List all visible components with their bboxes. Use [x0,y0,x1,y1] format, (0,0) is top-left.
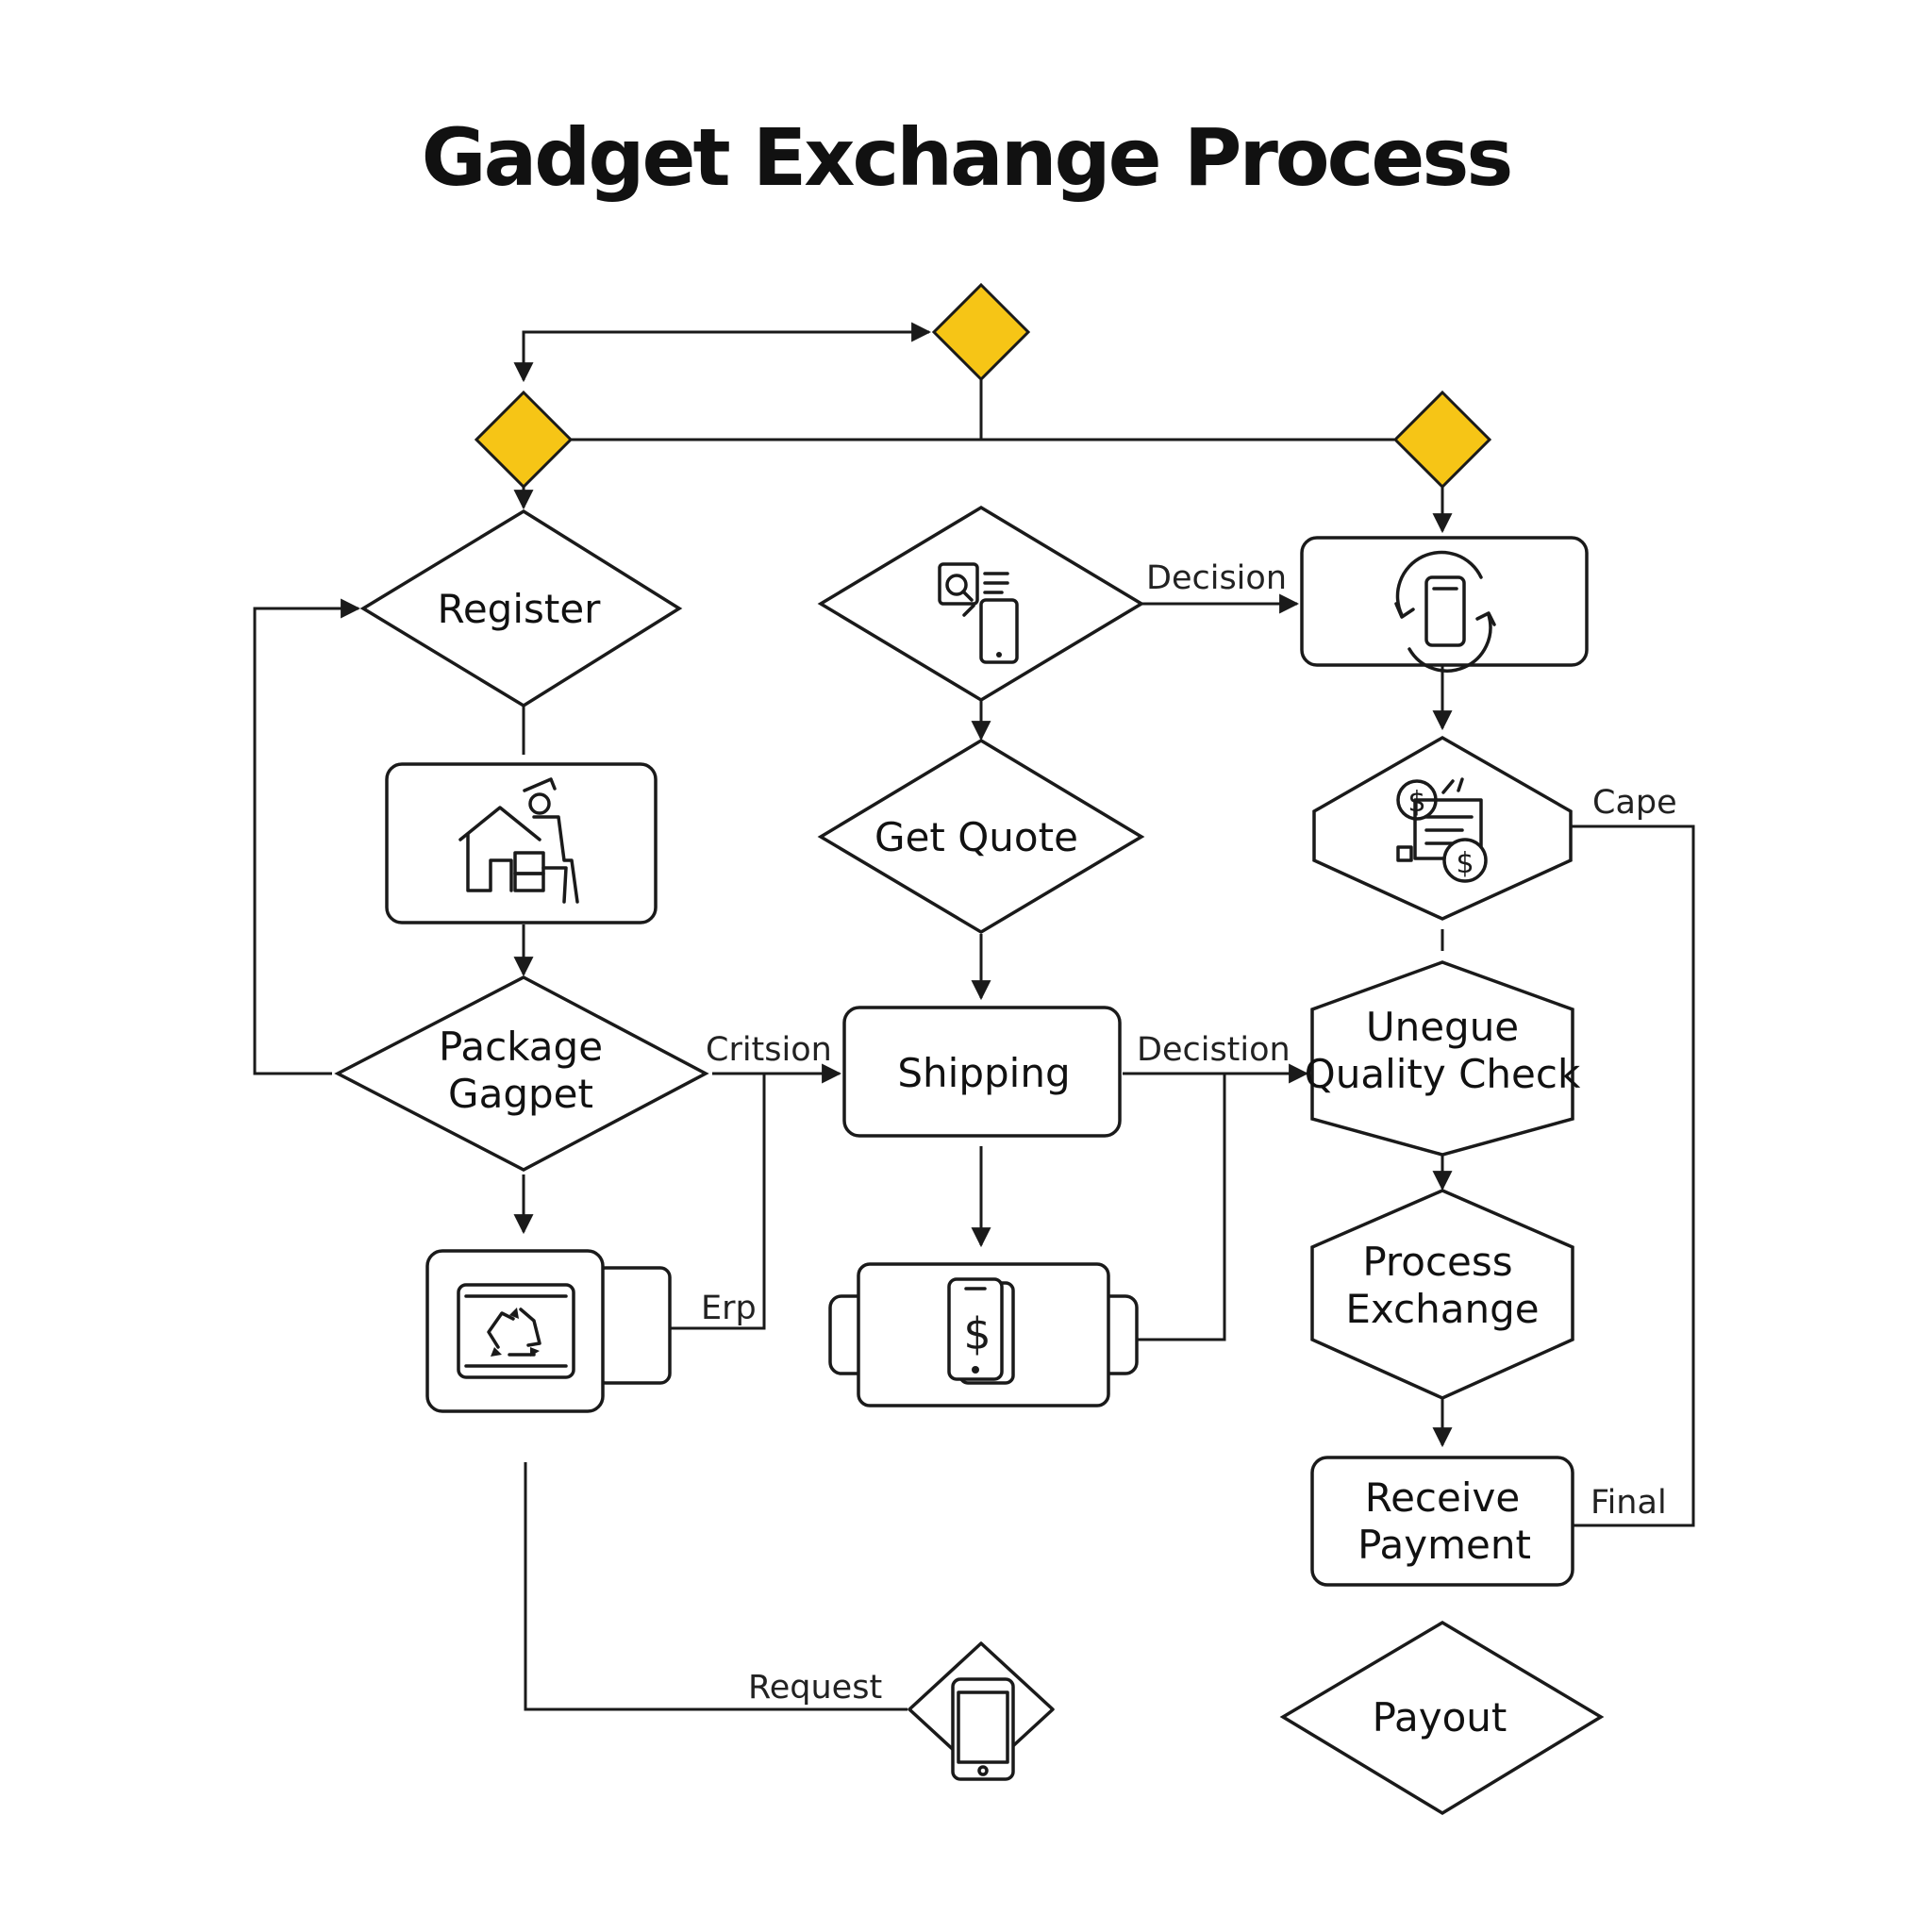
home-person-shape [385,762,658,924]
register-node[interactable]: Register [359,508,683,708]
quality-check-shape [1310,960,1574,1157]
process-exchange-node[interactable]: Process Exchange [1310,1189,1574,1400]
edge-label-cape: Cape [1592,784,1677,822]
quality-check-label-1: Unegue [1366,1004,1519,1050]
recycle-tablet-shape [425,1249,605,1413]
phone-search-icon [938,562,1019,664]
phone-icon [951,1677,1015,1781]
quality-check-node[interactable]: Unegue Quality Check [1305,960,1581,1157]
edge-label-decistion: Decistion [1137,1031,1291,1069]
svg-text:$: $ [1456,847,1474,880]
get-quote-node[interactable]: Get Quote [817,738,1145,935]
connector-dollar-to-quality [1137,1074,1226,1341]
invoice-node[interactable]: $ $ [1312,735,1573,921]
gold-decision-right[interactable] [1392,390,1492,490]
register-shape [359,508,683,708]
process-exchange-shape [1310,1189,1574,1400]
svg-text:$: $ [1407,786,1425,819]
connector-cape-final [1571,824,1695,1527]
page-title: Gadget Exchange Process [421,111,1514,204]
shipping-node[interactable]: Shipping [842,1006,1122,1138]
gold-decision-left[interactable] [474,390,574,490]
gold-decision-top[interactable] [931,282,1031,382]
shipping-label: Shipping [897,1050,1070,1096]
connector-erp [670,1074,766,1330]
svg-text:$: $ [963,1308,991,1359]
receive-payment-node[interactable]: Receive Payment [1310,1456,1574,1587]
quality-check-label-2: Quality Check [1305,1051,1581,1097]
package-gadget-shape [334,975,709,1172]
get-quote-label: Get Quote [874,814,1078,860]
receive-payment-shape [1310,1456,1574,1587]
connector-loop-to-register [253,598,361,1075]
payout-label: Payout [1373,1694,1507,1740]
connector-top-to-gold [522,322,932,368]
edge-label-final: Final [1591,1484,1667,1522]
get-quote-shape [817,738,1145,935]
register-label: Register [438,586,602,632]
home-person-icon [458,777,579,904]
phone-node[interactable] [908,1641,1055,1781]
edge-label-erp: Erp [701,1290,757,1327]
phone-dollar-node[interactable]: $ [828,1262,1139,1407]
payout-node[interactable]: Payout [1279,1620,1605,1816]
payout-shape [1279,1620,1605,1816]
connectors [253,322,1695,1711]
package-gadget-label-1: Package [439,1024,603,1070]
search-phone-node[interactable] [817,505,1145,703]
package-gadget-node[interactable]: Package Gagpet [334,975,709,1172]
process-exchange-label-1: Process [1362,1239,1512,1285]
home-person-node[interactable] [385,762,658,924]
process-exchange-label-2: Exchange [1345,1286,1539,1332]
shipping-shape [842,1006,1122,1138]
phone-refresh-node[interactable] [1300,536,1589,673]
connector-request [524,1462,908,1711]
invoice-shape [1312,735,1573,921]
recycle-tablet-node[interactable] [425,1249,672,1413]
phone-refresh-icon [1394,550,1496,673]
phone-dollar-icon: $ [947,1277,1015,1385]
invoice-dollar-icon: $ $ [1396,777,1488,883]
edge-label-decision: Decision [1146,559,1287,597]
edge-label-critsion: Critsion [706,1031,832,1069]
recycle-tablet-icon [457,1283,575,1379]
phone-refresh-shape [1300,536,1589,667]
recycle-tablet-tab [594,1266,672,1385]
package-gadget-label-2: Gagpet [448,1071,593,1117]
receive-payment-label-1: Receive [1365,1474,1520,1521]
receive-payment-label-2: Payment [1357,1522,1531,1568]
edge-label-request: Request [748,1669,882,1707]
